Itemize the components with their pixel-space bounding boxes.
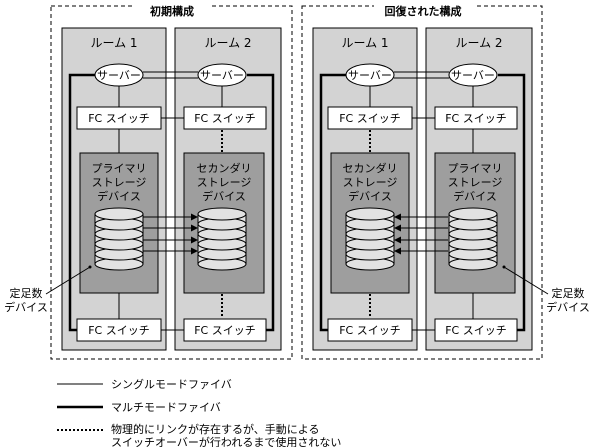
quorum-label-line-2: デバイス bbox=[546, 300, 590, 314]
quorum-device-callout-right: 定足数 デバイス bbox=[503, 266, 590, 314]
legend-item-singlemode: シングルモードファイバ bbox=[57, 377, 232, 391]
storage-label-line-3: デバイス bbox=[453, 189, 497, 203]
svg-text:FC スイッチ: FC スイッチ bbox=[445, 324, 507, 337]
storage-label-line-1: セカンダリ bbox=[197, 161, 252, 175]
svg-text:FC スイッチ: FC スイッチ bbox=[339, 112, 401, 125]
fc-switch: FC スイッチ bbox=[183, 106, 267, 130]
storage-label-line-3: デバイス bbox=[97, 189, 141, 203]
fc-switch: FC スイッチ bbox=[76, 106, 162, 130]
storage-label-line-1: プライマリ bbox=[448, 162, 503, 175]
server-node: サーバー bbox=[448, 63, 498, 87]
panel-title-bg bbox=[133, 3, 211, 19]
replication-arrows bbox=[394, 213, 448, 255]
svg-text:サーバー: サーバー bbox=[451, 69, 495, 82]
quorum-label-line-2: デバイス bbox=[4, 300, 48, 314]
svg-text:FC スイッチ: FC スイッチ bbox=[194, 324, 256, 337]
room-label: ルーム 1 bbox=[90, 36, 137, 50]
replication-arrows bbox=[143, 213, 198, 255]
fc-switch: FC スイッチ bbox=[434, 318, 518, 342]
panel-initial-configuration: 初期構成 ルーム 1 プライマリ ストレージ デバイス ルーム 2 bbox=[50, 3, 293, 360]
storage-label-line-3: デバイス bbox=[348, 189, 392, 203]
server-node: サーバー bbox=[197, 63, 247, 87]
quorum-device-callout-left: 定足数 デバイス bbox=[4, 266, 91, 314]
legend-item-multimode: マルチモードファイバ bbox=[57, 401, 221, 414]
room-label: ルーム 2 bbox=[455, 36, 502, 50]
storage-label-line-2: ストレージ bbox=[197, 176, 252, 189]
callout-anchor bbox=[88, 265, 92, 269]
storage-label-line-1: プライマリ bbox=[92, 162, 147, 175]
quorum-label-line-1: 定足数 bbox=[10, 286, 43, 300]
fc-switch: FC スイッチ bbox=[434, 106, 518, 130]
disk-stack-icon bbox=[197, 207, 247, 271]
room-label: ルーム 2 bbox=[204, 36, 251, 50]
svg-text:スイッチオーバーが行われるまで使用されない: スイッチオーバーが行われるまで使用されない bbox=[111, 435, 341, 447]
room-2: ルーム 2 セカンダリ ストレージ デバイス bbox=[174, 27, 282, 351]
panel-recovered-configuration: 回復された構成 ルーム 1 セカンダリ ストレージ デバイス ルーム 2 bbox=[301, 3, 543, 360]
svg-text:サーバー: サーバー bbox=[348, 69, 392, 82]
disk-stack-icon bbox=[94, 207, 144, 271]
svg-text:FC スイッチ: FC スイッチ bbox=[339, 324, 401, 337]
fc-switch: FC スイッチ bbox=[327, 318, 413, 342]
storage-label-line-2: ストレージ bbox=[343, 176, 398, 189]
fc-switch: FC スイッチ bbox=[76, 318, 162, 342]
singlemode-fiber-links bbox=[118, 71, 223, 331]
disk-stack-icon bbox=[448, 207, 498, 271]
panel-title-bg bbox=[374, 3, 474, 19]
room-1: ルーム 1 セカンダリ ストレージ デバイス bbox=[312, 27, 418, 351]
storage-label-line-1: セカンダリ bbox=[343, 161, 398, 175]
multimode-fiber-links bbox=[319, 73, 526, 332]
legend: シングルモードファイバ マルチモードファイバ 物理的にリンクが存在するが、手動に… bbox=[57, 377, 341, 447]
svg-text:サーバー: サーバー bbox=[97, 69, 141, 82]
svg-text:FC スイッチ: FC スイッチ bbox=[445, 112, 507, 125]
panel-title: 回復された構成 bbox=[385, 4, 462, 18]
server-node: サーバー bbox=[345, 63, 395, 87]
storage-label-line-3: デバイス bbox=[202, 189, 246, 203]
multimode-fiber-links bbox=[68, 73, 275, 332]
fc-switch: FC スイッチ bbox=[327, 106, 413, 130]
svg-text:FC スイッチ: FC スイッチ bbox=[194, 112, 256, 125]
disk-stack-icon bbox=[345, 207, 395, 271]
storage-label-line-2: ストレージ bbox=[448, 176, 503, 189]
callout-anchor bbox=[502, 265, 506, 269]
singlemode-fiber-links bbox=[369, 71, 474, 331]
server-node: サーバー bbox=[94, 63, 144, 87]
svg-text:FC スイッチ: FC スイッチ bbox=[88, 112, 150, 125]
svg-text:サーバー: サーバー bbox=[200, 69, 244, 82]
storage-label-line-2: ストレージ bbox=[92, 176, 147, 189]
panel-title: 初期構成 bbox=[150, 4, 194, 18]
svg-text:マルチモードファイバ: マルチモードファイバ bbox=[111, 401, 221, 414]
fc-switch: FC スイッチ bbox=[183, 318, 267, 342]
legend-item-physical-unused: 物理的にリンクが存在するが、手動による スイッチオーバーが行われるまで使用されな… bbox=[57, 422, 341, 447]
svg-text:FC スイッチ: FC スイッチ bbox=[88, 324, 150, 337]
room-label: ルーム 1 bbox=[341, 36, 388, 50]
svg-text:物理的にリンクが存在するが、手動による: 物理的にリンクが存在するが、手動による bbox=[111, 422, 319, 436]
svg-text:シングルモードファイバ: シングルモードファイバ bbox=[111, 377, 232, 391]
quorum-label-line-1: 定足数 bbox=[552, 286, 585, 300]
